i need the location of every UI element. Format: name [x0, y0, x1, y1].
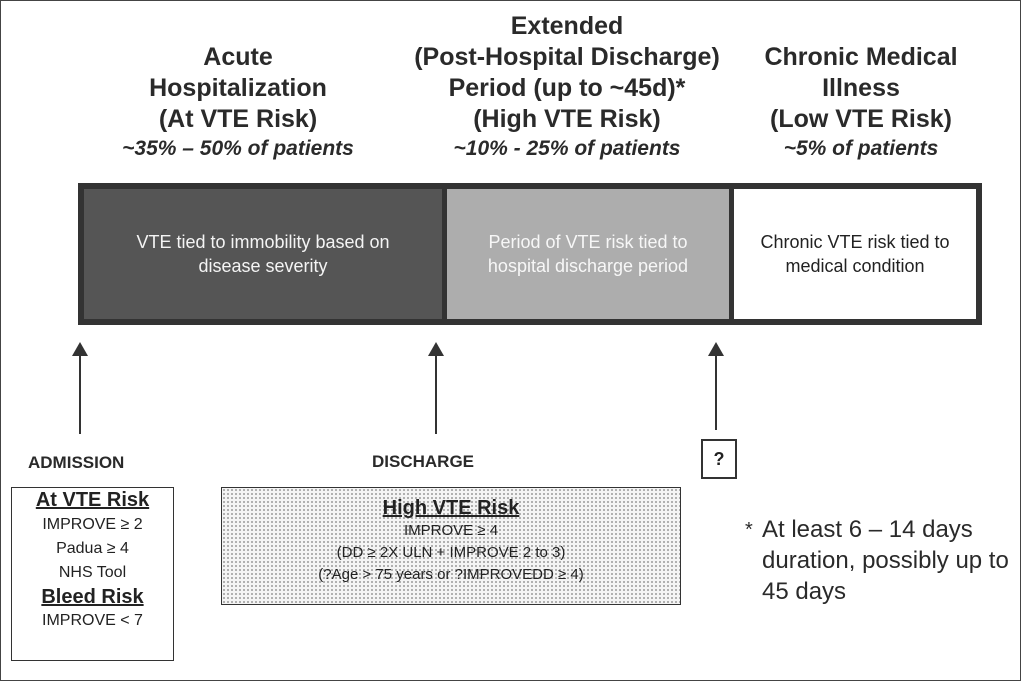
timeline-segment-acute: VTE tied to immobility based on disease …	[84, 189, 442, 319]
discharge-criterion: (?Age > 75 years or ?IMPROVEDD ≥ 4)	[318, 566, 584, 583]
timeline-acute-text: VTE tied to immobility based on disease …	[136, 232, 390, 276]
header-extended-line: (Post-Hospital Discharge)	[414, 43, 720, 71]
high-vte-risk-title: High VTE Risk	[382, 497, 520, 519]
discharge-criteria-box: High VTE Risk IMPROVE ≥ 4 (DD ≥ 2X ULN +…	[221, 487, 681, 605]
at-vte-risk-title: At VTE Risk	[35, 489, 150, 511]
unknown-marker-box: ?	[701, 439, 737, 479]
header-chronic-line: (Low VTE Risk)	[770, 105, 952, 133]
header-acute-line: Hospitalization	[149, 74, 327, 102]
admission-criterion: IMPROVE ≥ 2	[42, 516, 143, 533]
timeline-extended-text: Period of VTE risk tied to hospital disc…	[487, 232, 689, 276]
header-extended-period: Extended (Post-Hospital Discharge) Perio…	[388, 11, 746, 163]
footnote: * At least 6 – 14 days duration, possibl…	[745, 514, 1010, 607]
discharge-criterion: IMPROVE ≥ 4	[403, 522, 499, 539]
header-extended-line: Extended	[510, 12, 624, 40]
bleed-criterion: IMPROVE < 7	[42, 612, 143, 629]
header-chronic-line: Illness	[822, 74, 900, 102]
discharge-arrow-icon	[425, 342, 447, 434]
admission-arrow-icon	[69, 342, 91, 434]
discharge-criterion: (DD ≥ 2X ULN + IMPROVE 2 to 3)	[336, 544, 566, 561]
header-extended-line: (High VTE Risk)	[473, 105, 661, 133]
header-chronic-percent: ~5% of patients	[783, 137, 939, 160]
unknown-arrow-icon	[705, 342, 727, 430]
bleed-risk-title: Bleed Risk	[41, 586, 144, 608]
admission-criterion: Padua ≥ 4	[56, 540, 129, 557]
header-extended-percent: ~10% - 25% of patients	[453, 137, 681, 160]
header-acute-line: (At VTE Risk)	[158, 105, 318, 133]
timeline-chronic-text: Chronic VTE risk tied to medical conditi…	[760, 232, 950, 276]
admission-criteria-box: At VTE Risk IMPROVE ≥ 2 Padua ≥ 4 NHS To…	[11, 487, 174, 661]
discharge-label: DISCHARGE	[372, 452, 475, 471]
header-acute-percent: ~35% – 50% of patients	[122, 137, 354, 160]
timeline-segment-extended: Period of VTE risk tied to hospital disc…	[447, 189, 729, 319]
header-chronic-line: Chronic Medical	[764, 43, 958, 71]
admission-criterion: NHS Tool	[58, 564, 127, 581]
risk-timeline-bar: VTE tied to immobility based on disease …	[78, 183, 982, 325]
header-chronic-illness: Chronic Medical Illness (Low VTE Risk) ~…	[726, 42, 996, 163]
admission-label: ADMISSION	[28, 453, 125, 472]
footnote-asterisk: *	[745, 519, 753, 541]
timeline-segment-chronic: Chronic VTE risk tied to medical conditi…	[734, 189, 976, 319]
footnote-text: At least 6 – 14 days duration, possibly …	[762, 516, 1009, 605]
header-acute-line: Acute	[203, 43, 273, 71]
header-acute-hospitalization: Acute Hospitalization (At VTE Risk) ~35%…	[82, 42, 394, 163]
header-extended-line: Period (up to ~45d)*	[448, 74, 686, 102]
